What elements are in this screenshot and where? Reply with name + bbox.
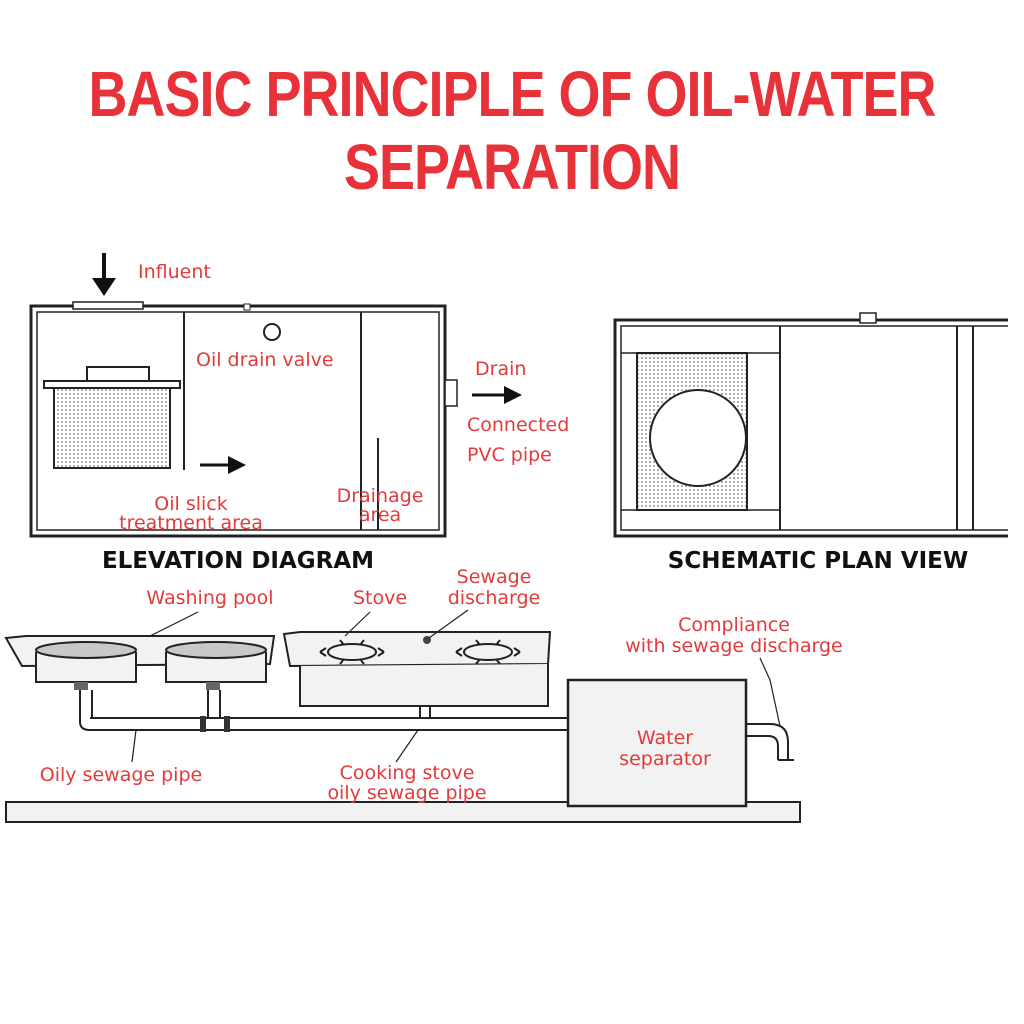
- oily-sewage-pipe-label: Oily sewage pipe: [40, 764, 202, 786]
- drain-label: Drain: [475, 358, 526, 380]
- sink-drain-pipe: [207, 690, 221, 718]
- discharge-outlet-pipe: [746, 723, 789, 760]
- oil-slick-label: Oil slick: [154, 493, 227, 515]
- stove: [282, 631, 552, 707]
- compliance-leader: [759, 657, 781, 727]
- elevation-diagram: Influent Oil drain valve Drain Connected: [29, 253, 569, 574]
- stove-label: Stove: [353, 587, 407, 609]
- inlet-pipe: [72, 301, 144, 310]
- oil-drain-valve-icon: [263, 323, 281, 341]
- tank-inner-wall: [36, 311, 440, 531]
- page-title: BASIC PRINCIPLE OF OIL-WATER SEPARATION: [88, 59, 937, 204]
- oily-sewage-pipe: [79, 690, 570, 731]
- plan-caption: SCHEMATIC PLAN VIEW: [668, 548, 968, 574]
- washing-pool-label: Washing pool: [146, 587, 273, 609]
- kitchen-installation: Washing pool Stove Sewage discharge: [4, 566, 843, 823]
- flow-arrow-icon: [200, 456, 246, 474]
- treatment-area-label: treatment area: [119, 512, 263, 534]
- plan-outlet: [859, 312, 877, 324]
- oily-sewage-pipe-leader: [131, 729, 137, 763]
- tank-outer-wall: [29, 304, 447, 538]
- drain-arrow-icon: [472, 386, 522, 404]
- washing-pool: [4, 635, 276, 690]
- sewage-label: Sewage: [457, 566, 532, 588]
- plan-view: SCHEMATIC PLAN VIEW: [613, 312, 1008, 574]
- sewage-discharge-leader: [428, 609, 469, 639]
- burner-icon: [455, 639, 521, 665]
- filter-basket: [53, 387, 171, 469]
- water-label: Water: [637, 727, 693, 749]
- stove-leader: [344, 611, 371, 637]
- compliance-label: Compliance: [678, 614, 790, 636]
- basket-handle: [86, 366, 150, 383]
- separator-label: separator: [619, 748, 711, 770]
- pipe-coupling-1: [200, 716, 206, 732]
- water-separator-box: [566, 678, 748, 808]
- elevation-caption: ELEVATION DIAGRAM: [102, 548, 374, 574]
- compliance-sewage-label: with sewage discharge: [625, 635, 843, 657]
- cooking-stove-label: Cooking stove: [340, 762, 475, 784]
- plan-basket-circle: [649, 389, 747, 487]
- oil-drain-valve-label: Oil drain valve: [196, 349, 334, 371]
- plan-inner-wall: [620, 325, 1008, 531]
- burner-icon: [319, 639, 385, 665]
- washing-pool-leader: [149, 611, 199, 637]
- top-vent: [243, 303, 251, 311]
- sewage-discharge-label: discharge: [448, 587, 541, 609]
- cooking-stove-leader: [395, 729, 419, 763]
- influent-arrow-icon: [92, 253, 116, 296]
- influent-label: Influent: [138, 261, 211, 283]
- drain-outlet: [444, 379, 458, 407]
- plan-outer-wall: [613, 318, 1008, 538]
- pvc-pipe-label: PVC pipe: [467, 444, 552, 466]
- basket-rim: [43, 380, 181, 389]
- stove-drain-pipe: [419, 706, 431, 718]
- connected-label: Connected: [467, 414, 569, 436]
- drainage-area-label: area: [359, 504, 401, 526]
- pipe-coupling-2: [224, 716, 230, 732]
- cooking-stove-pipe-label: oily sewage pipe: [327, 782, 486, 804]
- drainage-label: Drainage: [337, 485, 424, 507]
